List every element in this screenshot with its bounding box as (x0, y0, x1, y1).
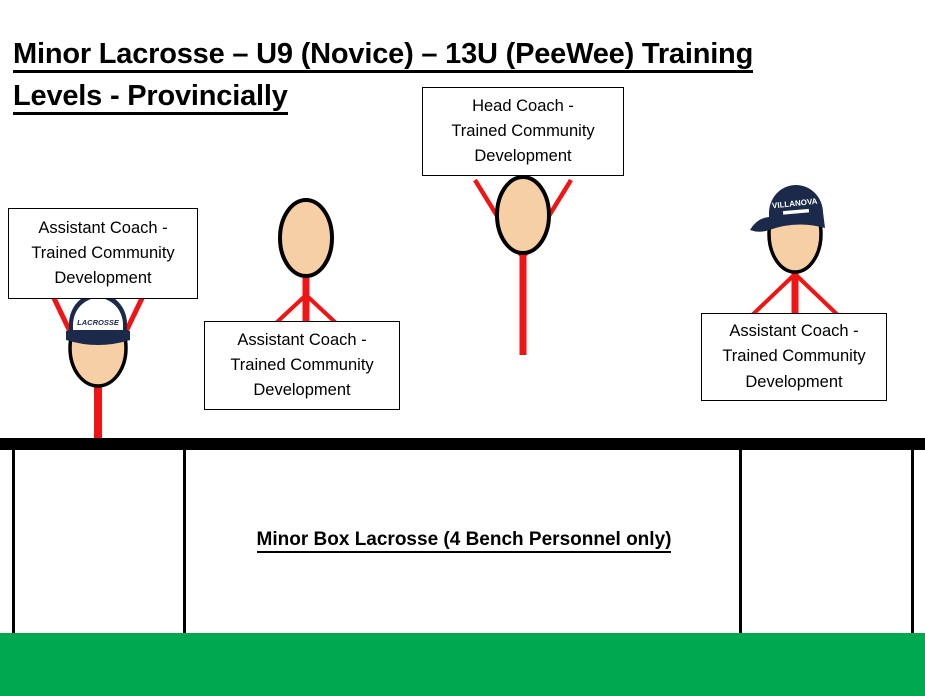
figure-assistant-coach-left: LACROSSE (38, 280, 158, 445)
label-line-2: Trained Community (722, 347, 866, 366)
figure-assistant-coach-right: VILLANOVA (733, 172, 858, 322)
villanova-cap-icon: VILLANOVA (750, 184, 825, 232)
lacrosse-cap-icon: LACROSSE (66, 293, 130, 345)
label-line-3: Development (745, 372, 843, 391)
label-assistant-coach-mid: Assistant Coach - Trained Community Deve… (204, 321, 400, 410)
bench-caption-text: Minor Box Lacrosse (4 Bench Personnel on… (256, 529, 672, 553)
figure-arms-icon (745, 272, 845, 322)
bench-caption: Minor Box Lacrosse (4 Bench Personnel on… (186, 529, 742, 553)
figure-head-coach (463, 160, 583, 360)
figure-assistant-coach-mid (246, 190, 366, 340)
label-head-coach: Head Coach - Trained Community Developme… (422, 87, 624, 176)
label-line-2: Trained Community (451, 121, 595, 140)
bench-divider-right (911, 450, 914, 633)
label-line-2: Trained Community (31, 243, 175, 262)
page-title-line-2: Levels - Provincially (13, 80, 288, 116)
bench-boards (0, 438, 925, 450)
label-assistant-coach-left: Assistant Coach - Trained Community Deve… (8, 208, 198, 299)
bench-divider-1 (183, 450, 186, 633)
bench-divider-2 (739, 450, 742, 633)
page-title-line-1: Minor Lacrosse – U9 (Novice) – 13U (PeeW… (13, 38, 753, 73)
label-line-3: Development (54, 269, 152, 288)
label-line-3: Development (474, 147, 572, 166)
page-title: Minor Lacrosse – U9 (Novice) – 13U (PeeW… (13, 33, 843, 117)
bench-area (0, 450, 925, 633)
figure-head-icon (495, 175, 551, 255)
label-line-1: Assistant Coach - (729, 322, 859, 341)
label-line-1: Assistant Coach - (237, 330, 367, 349)
label-line-2: Trained Community (230, 355, 374, 374)
label-line-3: Development (253, 381, 351, 400)
svg-text:LACROSSE: LACROSSE (77, 318, 120, 327)
label-assistant-coach-right: Assistant Coach - Trained Community Deve… (701, 313, 887, 401)
label-line-1: Assistant Coach - (38, 218, 168, 237)
figure-head-icon (278, 198, 334, 278)
label-line-1: Head Coach - (472, 96, 574, 115)
bench-divider-left (12, 450, 15, 633)
turf-field (0, 633, 925, 696)
